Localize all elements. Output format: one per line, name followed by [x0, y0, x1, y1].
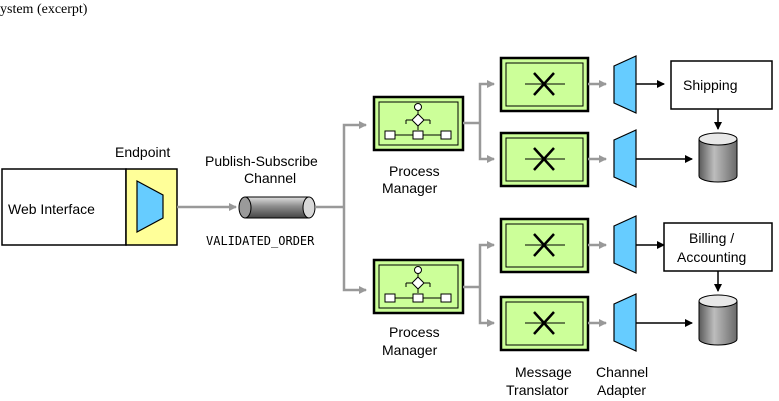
fork-process-manager-top [463, 80, 495, 163]
billing-box [663, 222, 773, 272]
message-translator-1 [499, 56, 590, 113]
channel-adapter-label-line2: Adapter [597, 382, 646, 398]
process-manager-bottom [372, 258, 465, 315]
web-interface-box [1, 168, 127, 246]
web-interface-label: Web Interface [8, 201, 95, 217]
channel-adapter-label-line1: Channel [596, 364, 648, 380]
pubsub-channel-pipe [238, 196, 316, 219]
billing-label-line1: Billing / [689, 230, 734, 246]
billing-database-icon [698, 294, 738, 346]
channel-adapter-4 [613, 293, 637, 352]
message-translator-label-line2: Translator [506, 382, 569, 398]
endpoint-icon [136, 179, 164, 234]
message-translator-4 [499, 295, 590, 352]
shipping-database-icon [698, 132, 738, 183]
channel-adapters [613, 55, 637, 352]
billing-label-line2: Accounting [677, 249, 746, 265]
channel-name-label: VALIDATED_ORDER [206, 234, 315, 248]
shipping-label: Shipping [683, 77, 738, 93]
process-manager-top [372, 95, 465, 152]
fork-process-manager-bottom [463, 241, 495, 327]
translator-x-icon [533, 72, 555, 96]
translator-x-icon [533, 147, 555, 171]
process-manager-bottom-icon [384, 266, 452, 303]
arrows-adapter-to-targets [636, 80, 693, 327]
channel-adapter-3 [613, 215, 637, 274]
pubsub-channel-label-line1: Publish-Subscribe [205, 153, 318, 169]
pubsub-channel-label-line2: Channel [244, 170, 296, 186]
channel-adapter-1 [613, 55, 637, 114]
process-manager-bottom-label-line2: Manager [382, 342, 438, 358]
process-manager-top-label-line1: Process [389, 163, 440, 179]
caption-fragment: ystem (excerpt) [0, 2, 88, 17]
shipping-box [670, 60, 773, 110]
endpoint-label: Endpoint [115, 144, 170, 160]
process-manager-bottom-label-line1: Process [389, 324, 440, 340]
message-translator-3 [499, 217, 590, 274]
fork-channel-to-process-managers [315, 121, 367, 294]
translator-x-icon [533, 311, 555, 335]
translator-x-icon [533, 233, 555, 257]
web-interface-application: Web Interface [1, 168, 178, 246]
process-manager-top-label-line2: Manager [382, 180, 438, 196]
channel-adapter-2 [613, 129, 637, 188]
message-translator-2 [499, 131, 590, 188]
message-translator-label-line1: Message [515, 364, 572, 380]
process-manager-top-icon [384, 103, 452, 140]
arrows-translator-to-adapter [588, 80, 607, 327]
